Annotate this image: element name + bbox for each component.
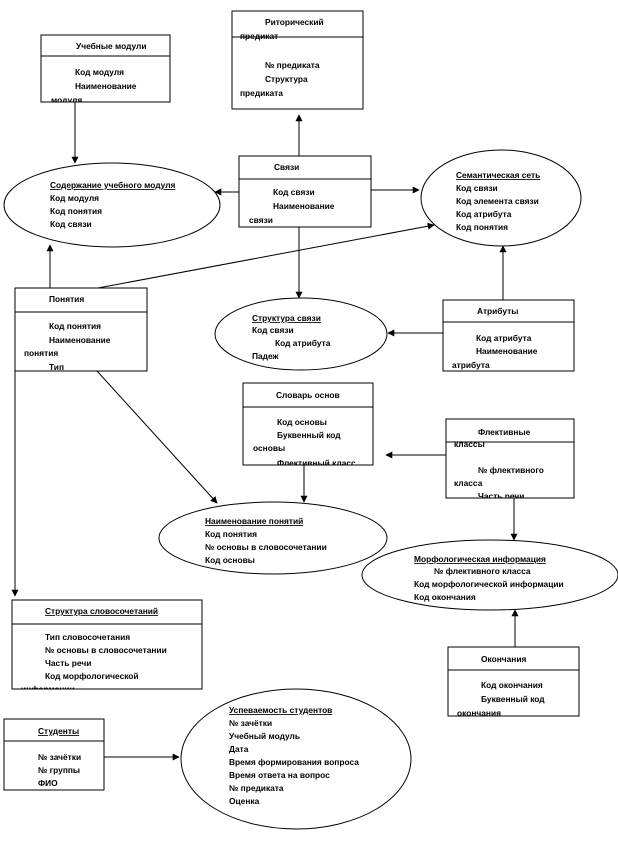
relation-title: Успеваемость студентов — [229, 705, 332, 715]
relation-field: Код окончания — [414, 592, 476, 602]
relation-field: Учебный модуль — [229, 731, 300, 741]
entity-field: связи — [249, 215, 273, 225]
entity-modules[interactable]: Учебные модули Код модуля Наименование м… — [40, 34, 171, 105]
entity-title: Студенты — [38, 726, 79, 736]
entity-endings[interactable]: Окончания Код окончания Буквенный код ок… — [447, 646, 580, 718]
relation-link-structure[interactable]: Структура связи Код связи Код атрибута П… — [214, 297, 388, 371]
entity-title-line: предикат — [240, 31, 278, 41]
entity-field: Тип — [49, 362, 64, 372]
relation-field: Код понятия — [456, 222, 508, 232]
relation-field: Код понятия — [50, 206, 102, 216]
entity-field: Код модуля — [75, 67, 124, 77]
entity-field: № группы — [38, 765, 80, 775]
edges — [11, 102, 519, 761]
entity-title-line: классы — [454, 439, 485, 449]
entity-title: Атрибуты — [477, 306, 518, 316]
entity-field: № основы в словосочетании — [45, 645, 167, 655]
edge-concepts-to-semantic-net — [97, 222, 435, 289]
relation-field: Время ответа на вопрос — [229, 770, 330, 780]
entity-title-line: Риторический — [265, 17, 324, 27]
relation-field: Код атрибута — [275, 338, 331, 348]
relation-field: Падеж — [252, 351, 279, 361]
relation-field: № основы в словосочетании — [205, 542, 327, 552]
relation-field: № зачётки — [229, 718, 272, 728]
entity-field: Наименование — [75, 81, 137, 91]
relation-title: Содержание учебного модуля — [50, 180, 176, 190]
entity-field: атрибута — [452, 360, 490, 370]
relation-progress[interactable]: Успеваемость студентов № зачётки Учебный… — [180, 688, 412, 830]
entity-field: информации — [21, 684, 75, 694]
entity-field: Часть речи — [45, 658, 91, 668]
entity-title: Словарь основ — [276, 390, 340, 400]
entity-field: Код понятия — [49, 321, 101, 331]
relation-title: Структура связи — [252, 313, 321, 323]
relation-module-content[interactable]: Содержание учебного модуля Код модуля Ко… — [3, 162, 221, 248]
entity-stem-dictionary[interactable]: Словарь основ Код основы Буквенный код о… — [242, 382, 374, 468]
entity-title: Связи — [274, 162, 299, 172]
entity-field: предиката — [240, 88, 283, 98]
entity-title-line: Флективные — [478, 427, 531, 437]
entity-field: Флективный класс — [277, 458, 356, 468]
entity-title: Учебные модули — [76, 41, 147, 51]
relation-title: Морфологическая информация — [414, 554, 546, 564]
relation-field: Время формирования вопроса — [229, 757, 359, 767]
entity-field: основы — [253, 443, 285, 453]
relation-title: Наименование понятий — [205, 516, 303, 526]
entity-field: Буквенный код — [277, 430, 341, 440]
relation-concept-naming[interactable]: Наименование понятий Код понятия № основ… — [158, 501, 388, 575]
entity-title: Понятия — [49, 294, 84, 304]
relation-field: Код основы — [205, 555, 255, 565]
entity-field: окончания — [457, 708, 501, 718]
relation-field: Код модуля — [50, 193, 99, 203]
entity-field: Часть речи — [478, 491, 524, 501]
relation-semantic-net[interactable]: Семантическая сеть Код связи Код элемент… — [420, 149, 582, 247]
entity-field: № предиката — [265, 60, 320, 70]
relation-field: Код связи — [456, 183, 498, 193]
relation-field: Код атрибута — [456, 209, 512, 219]
entity-field: Код атрибута — [476, 333, 532, 343]
entity-title: Окончания — [481, 654, 526, 664]
entity-links[interactable]: Связи Код связи Наименование связи — [238, 155, 372, 228]
entity-phrase-structure[interactable]: Структура словосочетаний Тип словосочета… — [11, 599, 203, 694]
entity-field: Код морфологической — [45, 671, 139, 681]
entity-field: Код основы — [277, 417, 327, 427]
relation-field: Код связи — [252, 325, 294, 335]
entity-field: понятия — [24, 348, 58, 358]
entity-students[interactable]: Студенты № зачётки № группы ФИО — [3, 718, 105, 791]
relation-field: Код морфологической информации — [414, 579, 564, 589]
entity-field: Наименование — [273, 201, 335, 211]
entity-field: Код связи — [273, 187, 315, 197]
entity-field: Тип словосочетания — [45, 632, 130, 642]
relation-field: № предиката — [229, 783, 284, 793]
entity-inflective-classes[interactable]: Флективные классы № флективного класса Ч… — [445, 418, 575, 501]
relation-title: Семантическая сеть — [456, 170, 540, 180]
relation-field: Код понятия — [205, 529, 257, 539]
relation-field: № флективного класса — [434, 566, 531, 576]
relation-field: Код элемента связи — [456, 196, 539, 206]
entity-field: Наименование — [49, 335, 111, 345]
entity-field: № зачётки — [38, 752, 81, 762]
entity-field: Код окончания — [481, 680, 543, 690]
entity-concepts[interactable]: Понятия Код понятия Наименование понятия… — [14, 287, 148, 372]
relation-field: Код связи — [50, 219, 92, 229]
entity-field: ФИО — [38, 778, 58, 788]
entity-field: модуля — [51, 95, 82, 105]
entity-title: Структура словосочетаний — [45, 606, 158, 616]
relation-field: Оценка — [229, 796, 260, 806]
entity-field: Буквенный код — [481, 694, 545, 704]
edge-concepts-to-concept-naming — [96, 370, 218, 504]
relation-morph-info[interactable]: Морфологическая информация № флективного… — [361, 539, 618, 611]
entity-field: Структура — [265, 74, 308, 84]
entity-attributes[interactable]: Атрибуты Код атрибута Наименование атриб… — [442, 299, 575, 372]
entity-rhetorical-predicate[interactable]: Риторический предикат № предиката Структ… — [231, 10, 364, 110]
entity-field: Наименование — [476, 346, 538, 356]
entity-field: класса — [454, 478, 483, 488]
relation-field: Дата — [229, 744, 249, 754]
entity-field: № флективного — [478, 465, 544, 475]
